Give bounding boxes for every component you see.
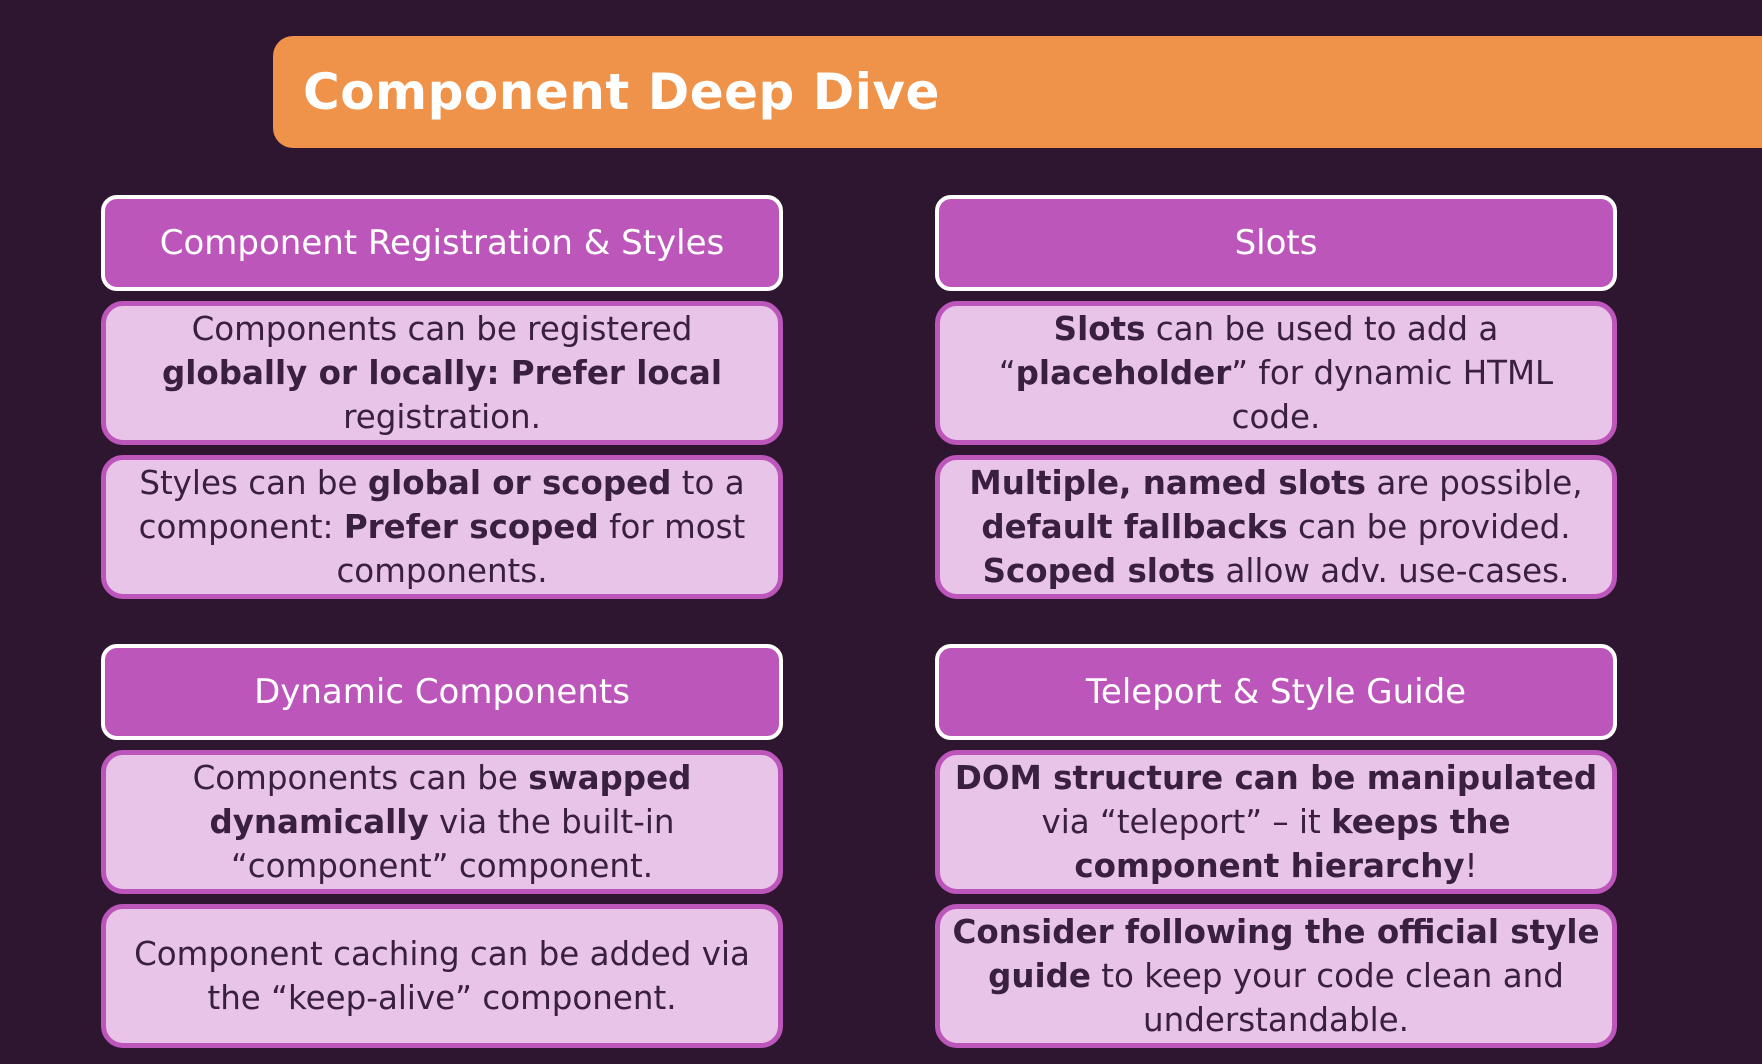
card-text: DOM structure can be manipulated via “te… <box>954 759 1598 885</box>
info-card: Slots can be used to add a “placeholder”… <box>935 301 1617 445</box>
section-header: Dynamic Components <box>101 644 783 740</box>
card-text: Styles can be global or scoped to a comp… <box>138 464 746 590</box>
info-card: Components can be swapped dynamically vi… <box>101 750 783 894</box>
emphasis-text: Slots <box>1053 310 1146 348</box>
emphasis-text: swapped dynamically <box>209 759 692 841</box>
section-dynamic-components: Dynamic Components Components can be swa… <box>101 644 783 1048</box>
emphasis-text: Prefer scoped <box>343 508 599 546</box>
emphasis-text: DOM structure can be manipulated <box>954 759 1598 797</box>
title-banner: Component Deep Dive <box>273 36 1762 148</box>
section-header: Component Registration & Styles <box>101 195 783 291</box>
emphasis-text: default fallbacks <box>981 508 1288 546</box>
section-component-registration: Component Registration & Styles Componen… <box>101 195 783 599</box>
emphasis-text: Multiple, named slots <box>969 464 1367 502</box>
card-text: Component caching can be added via the “… <box>134 935 750 1017</box>
info-card: Component caching can be added via the “… <box>101 904 783 1048</box>
emphasis-text: Consider following the official style gu… <box>952 913 1600 995</box>
info-card: Styles can be global or scoped to a comp… <box>101 455 783 599</box>
card-text: Components can be swapped dynamically vi… <box>192 759 692 885</box>
slide-title: Component Deep Dive <box>303 63 940 121</box>
info-card: Multiple, named slots are possible, defa… <box>935 455 1617 599</box>
emphasis-text: keeps the component hierarchy <box>1074 803 1511 885</box>
section-slots: Slots Slots can be used to add a “placeh… <box>935 195 1617 599</box>
info-card: Consider following the official style gu… <box>935 904 1617 1048</box>
card-text: Consider following the official style gu… <box>952 913 1600 1039</box>
section-teleport-style-guide: Teleport & Style Guide DOM structure can… <box>935 644 1617 1048</box>
emphasis-text: globally or locally: Prefer local <box>161 354 723 392</box>
emphasis-text: placeholder <box>1015 354 1232 392</box>
card-text: Components can be registered globally or… <box>161 310 723 436</box>
section-header: Slots <box>935 195 1617 291</box>
info-card: DOM structure can be manipulated via “te… <box>935 750 1617 894</box>
card-text: Slots can be used to add a “placeholder”… <box>998 310 1554 436</box>
emphasis-text: global or scoped <box>367 464 672 502</box>
card-text: Multiple, named slots are possible, defa… <box>969 464 1583 590</box>
info-card: Components can be registered globally or… <box>101 301 783 445</box>
section-header: Teleport & Style Guide <box>935 644 1617 740</box>
emphasis-text: Scoped slots <box>982 552 1216 590</box>
